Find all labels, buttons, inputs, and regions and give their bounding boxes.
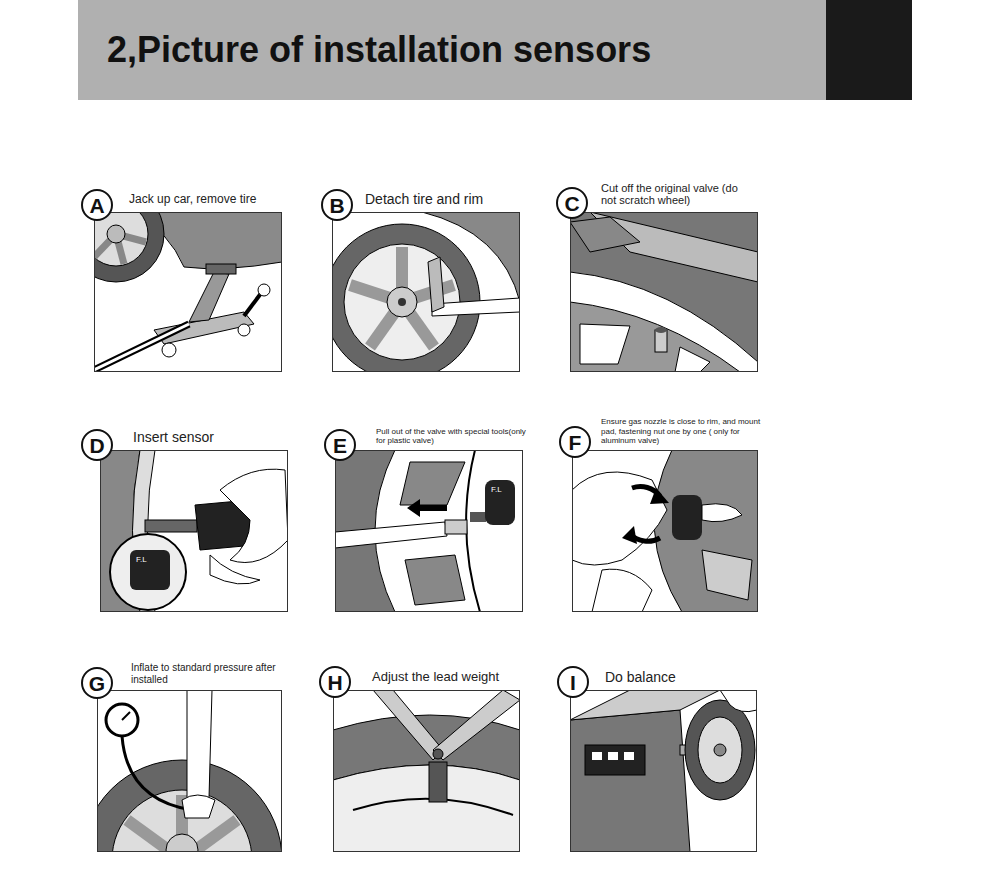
- step-caption: Detach tire and rim: [365, 191, 565, 207]
- step-letter: B: [329, 195, 344, 216]
- step-panel: Cut off the original valve (do not scrat…: [570, 212, 758, 372]
- step-letter: G: [89, 673, 105, 694]
- step-caption: Jack up car, remove tire: [129, 193, 329, 207]
- step-letter-circle: H: [319, 666, 351, 698]
- step-letter-circle: I: [557, 666, 589, 698]
- sensor-mark: F.L: [490, 486, 503, 495]
- step-panel: Detach tire and rim: [332, 212, 520, 372]
- step-caption: Inflate to standard pressure after insta…: [131, 662, 296, 685]
- step-caption: Ensure gas nozzle is close to rim, and m…: [601, 417, 776, 445]
- step-caption: Insert sensor: [133, 429, 333, 445]
- title-band: 2,Picture of installation sensors: [78, 0, 912, 100]
- diagram-title: 2,Picture of installation sensors: [107, 29, 651, 71]
- step-panel: Jack up car, remove tire: [94, 212, 282, 372]
- step-letter-circle: C: [556, 187, 588, 219]
- step-letter-circle: B: [321, 189, 353, 221]
- step-panel: Pull out of the valve with special tools…: [335, 450, 523, 612]
- step-letter: E: [333, 435, 347, 456]
- title-band-end: [826, 0, 912, 100]
- step-letter: F: [569, 432, 582, 453]
- step-letter: D: [89, 435, 104, 456]
- step-panel: Insert sensor: [100, 450, 288, 612]
- step-letter-circle: A: [81, 189, 113, 221]
- step-panel: Inflate to standard pressure after insta…: [97, 690, 282, 852]
- step-letter-circle: F: [559, 426, 591, 458]
- sensor-mark: F.L: [135, 556, 148, 565]
- step-letter: C: [564, 193, 579, 214]
- step-letter: H: [327, 672, 342, 693]
- step-panel: Ensure gas nozzle is close to rim, and m…: [572, 450, 758, 612]
- step-caption: Pull out of the valve with special tools…: [376, 427, 526, 445]
- step-letter-circle: E: [324, 429, 356, 461]
- step-letter: A: [89, 195, 104, 216]
- step-caption: Cut off the original valve (do not scrat…: [601, 182, 751, 207]
- step-panel: Do balance: [570, 690, 757, 852]
- step-letter-circle: D: [81, 429, 113, 461]
- step-letter-circle: G: [81, 667, 113, 699]
- step-letter: I: [570, 672, 576, 693]
- step-caption: Do balance: [605, 669, 805, 685]
- step-caption: Adjust the lead weight: [372, 670, 572, 685]
- step-panel: Adjust the lead weight: [333, 690, 520, 852]
